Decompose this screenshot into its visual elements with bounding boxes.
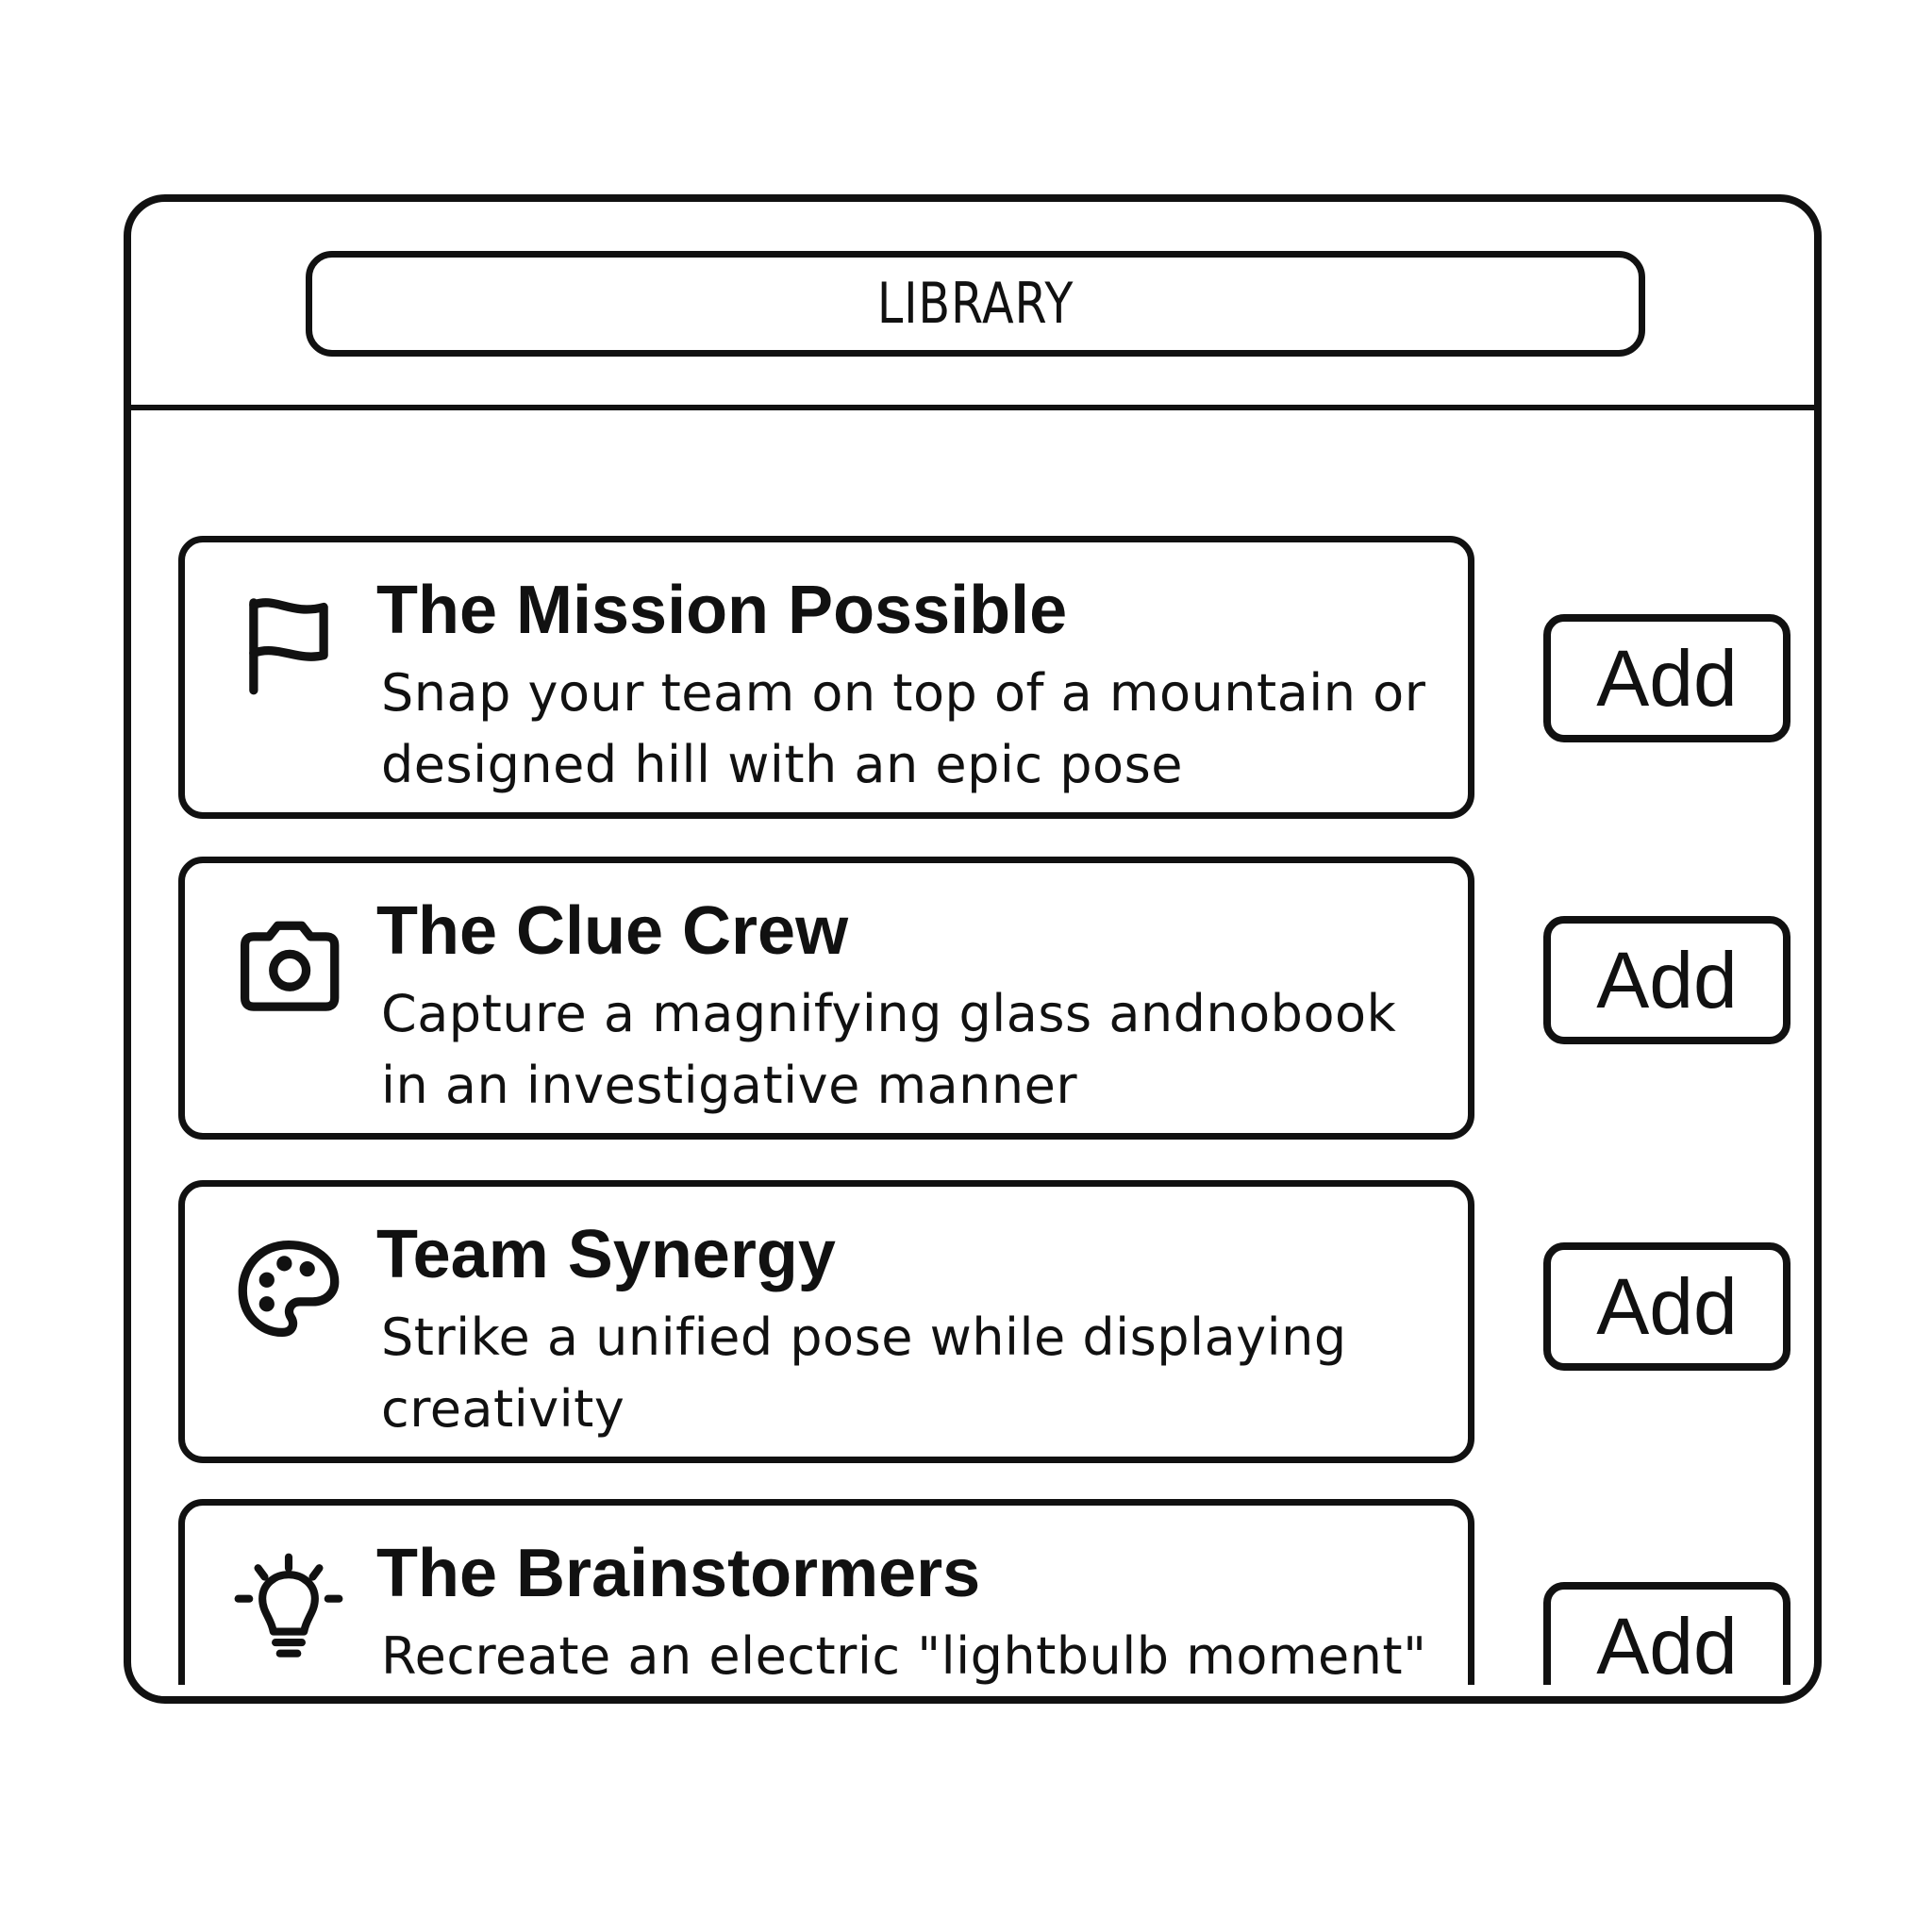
list-item[interactable]: The Clue Crew Capture a magnifying glass… xyxy=(178,857,1474,1140)
library-window: LIBRARY The Mission Possible Snap your t… xyxy=(124,194,1822,1704)
lightbulb-icon xyxy=(234,1553,343,1662)
library-list: The Mission Possible Snap your team on t… xyxy=(131,202,1814,1696)
add-button[interactable]: Add xyxy=(1543,1582,1790,1696)
palette-icon xyxy=(234,1234,343,1343)
item-description: Recreate an electric "lightbulb moment" xyxy=(381,1626,1427,1686)
item-title: The Brainstormers xyxy=(376,1536,981,1611)
item-description: Snap your team on top of a mountain or d… xyxy=(381,663,1426,794)
item-description: Capture a magnifying glass andnobook in … xyxy=(381,984,1397,1115)
camera-icon xyxy=(234,910,343,1020)
title-bar: LIBRARY xyxy=(306,251,1645,357)
add-button[interactable]: Add xyxy=(1543,614,1790,742)
item-title: The Clue Crew xyxy=(376,893,849,969)
list-item[interactable]: The Mission Possible Snap your team on t… xyxy=(178,536,1474,819)
flag-icon xyxy=(234,590,343,699)
page-title: LIBRARY xyxy=(876,271,1074,337)
add-button[interactable]: Add xyxy=(1543,1242,1790,1371)
item-description: Strike a unified pose while displaying c… xyxy=(381,1307,1347,1439)
header-divider xyxy=(131,405,1814,410)
item-title: Team Synergy xyxy=(376,1217,836,1292)
item-title: The Mission Possible xyxy=(376,573,1068,648)
list-item[interactable]: Team Synergy Strike a unified pose while… xyxy=(178,1180,1474,1463)
add-button[interactable]: Add xyxy=(1543,916,1790,1044)
list-item[interactable]: The Brainstormers Recreate an electric "… xyxy=(178,1499,1474,1696)
list-bottom-clip xyxy=(131,1685,1814,1696)
